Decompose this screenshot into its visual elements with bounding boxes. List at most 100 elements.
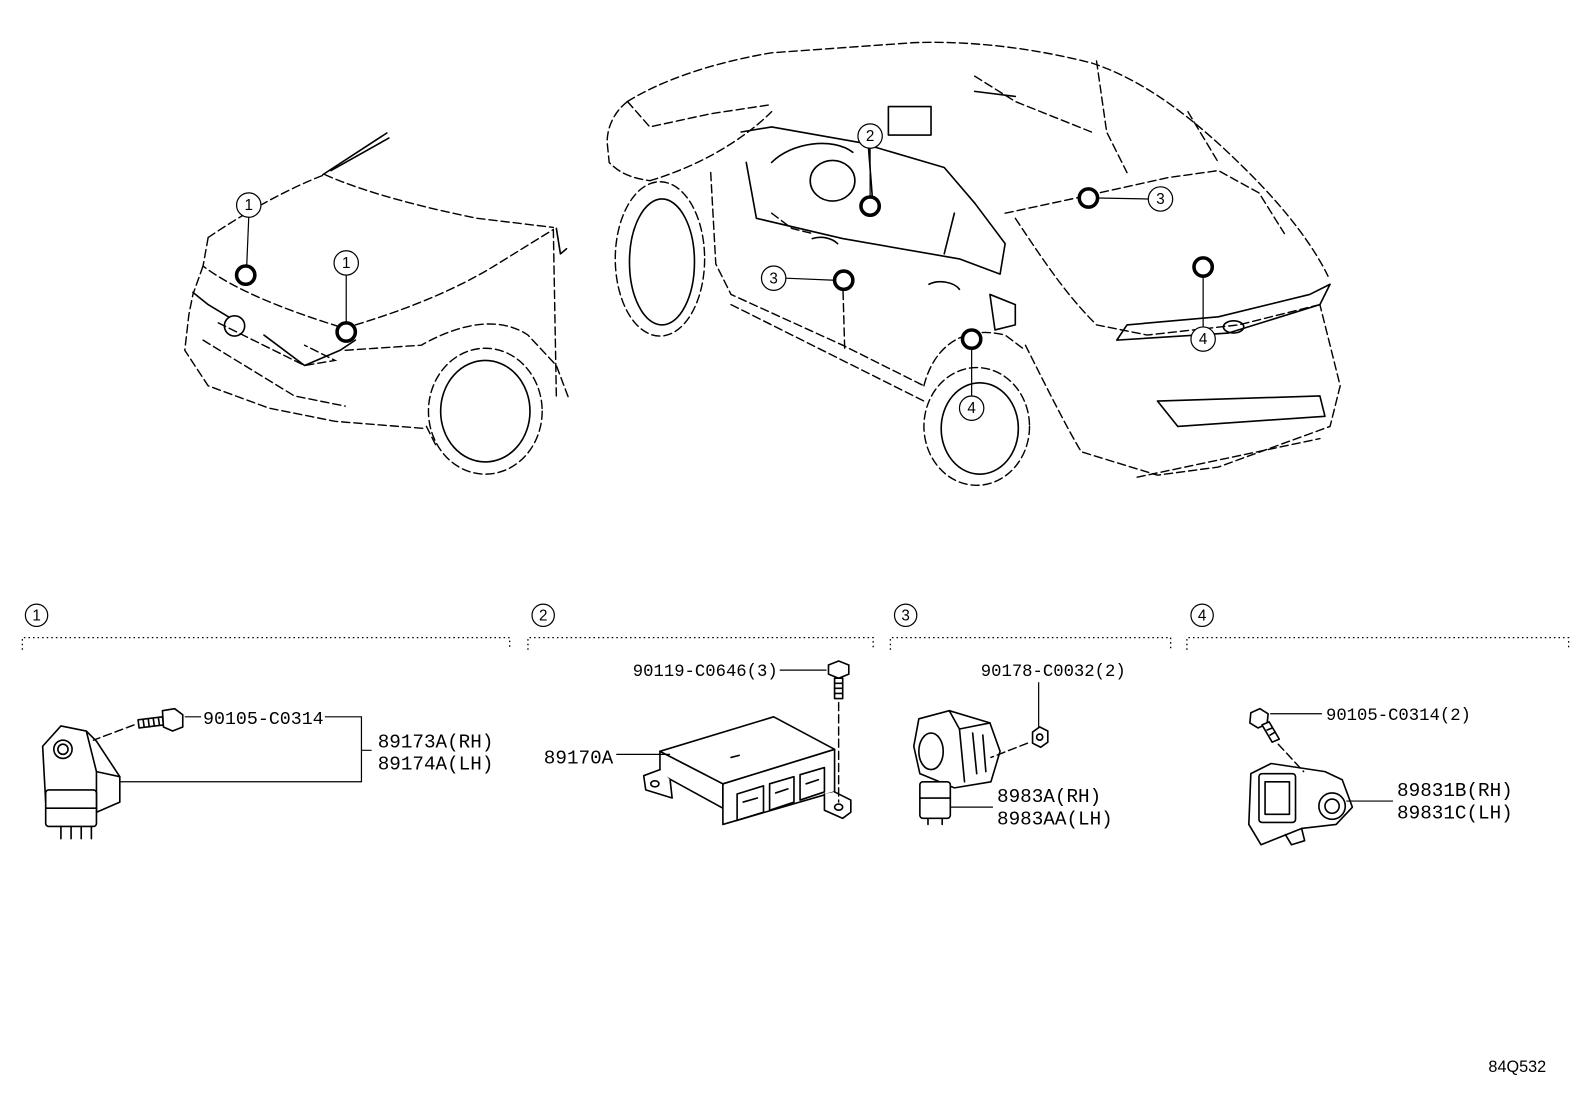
callout-circle bbox=[235, 192, 262, 218]
window-frame-upper bbox=[740, 126, 976, 204]
bolt-threads bbox=[1266, 727, 1277, 736]
sensor-part-number-rh: 89831B(RH) bbox=[1397, 780, 1513, 802]
connector-socket bbox=[799, 766, 826, 801]
bolt-part-number: 90105-C0314(2) bbox=[1326, 707, 1471, 726]
section-number-circle bbox=[893, 603, 918, 628]
callout-leader bbox=[246, 217, 250, 267]
sensor-connector bbox=[1258, 772, 1297, 824]
window-frame-lower bbox=[745, 161, 1006, 275]
section-2-airbag-control-module: 2 90119-C0646(3) 89170A bbox=[527, 603, 874, 826]
bumper-reflector bbox=[1156, 395, 1326, 428]
airbag-control-module bbox=[642, 715, 852, 826]
front-wheel-tire bbox=[614, 181, 706, 337]
section-divider bbox=[21, 636, 511, 650]
c-pillar bbox=[1095, 60, 1128, 174]
flange-hole bbox=[833, 803, 844, 812]
nut-hole bbox=[1035, 733, 1044, 741]
module-left-flange bbox=[642, 768, 673, 799]
tail-light-bar bbox=[1116, 283, 1331, 341]
section-3-side-airbag-sensor: 3 90178-C0032(2) 8983A(RH) 8983AA(LH) bbox=[889, 603, 1172, 830]
callout-sensor-location-4-rear: 4 bbox=[1190, 256, 1216, 352]
right-headlight bbox=[263, 334, 357, 367]
d-pillar bbox=[1187, 110, 1220, 164]
section-number: 1 bbox=[32, 607, 40, 624]
sensor-part-number-lh: 8983AA(LH) bbox=[997, 808, 1113, 830]
bolt-part-number: 90119-C0646(3) bbox=[633, 663, 778, 682]
dashboard bbox=[770, 142, 854, 164]
section-number-circle bbox=[24, 603, 49, 628]
sensor-body-edge bbox=[948, 709, 991, 783]
bolt-threads bbox=[142, 717, 161, 728]
seat-outline bbox=[770, 212, 813, 235]
location-marker bbox=[335, 321, 358, 343]
rear-wheel-tire bbox=[923, 366, 1031, 487]
rear-airbag-sensor bbox=[1248, 762, 1354, 846]
connector-socket bbox=[768, 775, 795, 812]
hatch-bottom-edge bbox=[1014, 217, 1321, 336]
sensor-port bbox=[1318, 792, 1347, 821]
section-number-circle bbox=[531, 603, 555, 628]
lower-bumper-edge bbox=[425, 425, 438, 448]
install-direction-line bbox=[92, 724, 135, 741]
hood-edge bbox=[649, 110, 773, 182]
front-door-handle bbox=[811, 236, 839, 245]
section-divider bbox=[1186, 636, 1570, 650]
callout-sensor-location-3-door: 3 bbox=[760, 265, 855, 292]
connector-detail bbox=[919, 797, 952, 826]
bolt-threads bbox=[833, 682, 844, 695]
callout-number: 3 bbox=[769, 270, 777, 287]
sensor-part-number-lh: 89831C(LH) bbox=[1397, 802, 1513, 824]
callout-sensor-location-4-side: 4 bbox=[958, 328, 985, 421]
side-airbag-sensor bbox=[912, 709, 1001, 826]
section-number: 2 bbox=[539, 607, 547, 624]
location-marker bbox=[960, 328, 983, 351]
sensor-part-number-rh: 89173A(RH) bbox=[378, 731, 494, 753]
a-pillar bbox=[552, 228, 558, 399]
rear-window bbox=[1004, 169, 1286, 235]
callout-leader bbox=[1097, 197, 1149, 200]
bolt-part-number: 90105-C0314 bbox=[203, 710, 324, 730]
module-right-flange bbox=[823, 791, 852, 820]
section-divider bbox=[527, 636, 874, 650]
section-number-circle bbox=[1190, 603, 1214, 628]
front-wheel-rim bbox=[439, 359, 531, 463]
sensor-nut bbox=[1031, 726, 1049, 749]
sensor-connector bbox=[919, 780, 952, 820]
lower-grille bbox=[202, 339, 346, 407]
hood-nose bbox=[606, 100, 651, 182]
callout-number: 2 bbox=[866, 128, 874, 145]
interior-roof-line bbox=[973, 75, 1093, 133]
interior-trim bbox=[973, 90, 1017, 98]
bolt-head bbox=[161, 707, 184, 732]
sensor-tab bbox=[1284, 827, 1306, 846]
rocker-panel bbox=[730, 303, 925, 402]
install-direction-line bbox=[990, 742, 1029, 759]
front-wheel-tire bbox=[427, 347, 543, 475]
module-label-recess bbox=[730, 754, 740, 759]
left-headlight bbox=[192, 291, 230, 318]
callout-circle bbox=[1147, 186, 1174, 212]
connector-detail bbox=[1264, 780, 1291, 816]
front-emblem bbox=[223, 314, 246, 337]
rear-bumper bbox=[1024, 303, 1341, 476]
location-marker bbox=[859, 195, 882, 218]
sensor-part-number-lh: 89174A(LH) bbox=[378, 754, 494, 776]
steering-wheel bbox=[809, 159, 856, 202]
hood-right-edge bbox=[354, 228, 555, 326]
sensor-front-face bbox=[918, 732, 945, 771]
section-1-front-airbag-sensor: 1 90105-C0314 89173A(RH) 89174A(LH) bbox=[21, 603, 511, 840]
connector-detail bbox=[742, 778, 820, 803]
fuel-door bbox=[989, 293, 1017, 331]
dashboard-screen bbox=[887, 105, 932, 136]
callout-sensor-location-2: 2 bbox=[857, 123, 883, 218]
sensor-mount-hole bbox=[52, 739, 73, 760]
callout-circle bbox=[958, 395, 985, 421]
hood-front-edge bbox=[202, 236, 341, 328]
flange-hole bbox=[649, 779, 660, 788]
module-bolt bbox=[827, 660, 850, 700]
nut-hex bbox=[1031, 726, 1049, 749]
windshield-wiper-line bbox=[330, 137, 390, 172]
callout-circle bbox=[760, 265, 787, 291]
callout-sensor-location-3-rear: 3 bbox=[1077, 186, 1174, 212]
